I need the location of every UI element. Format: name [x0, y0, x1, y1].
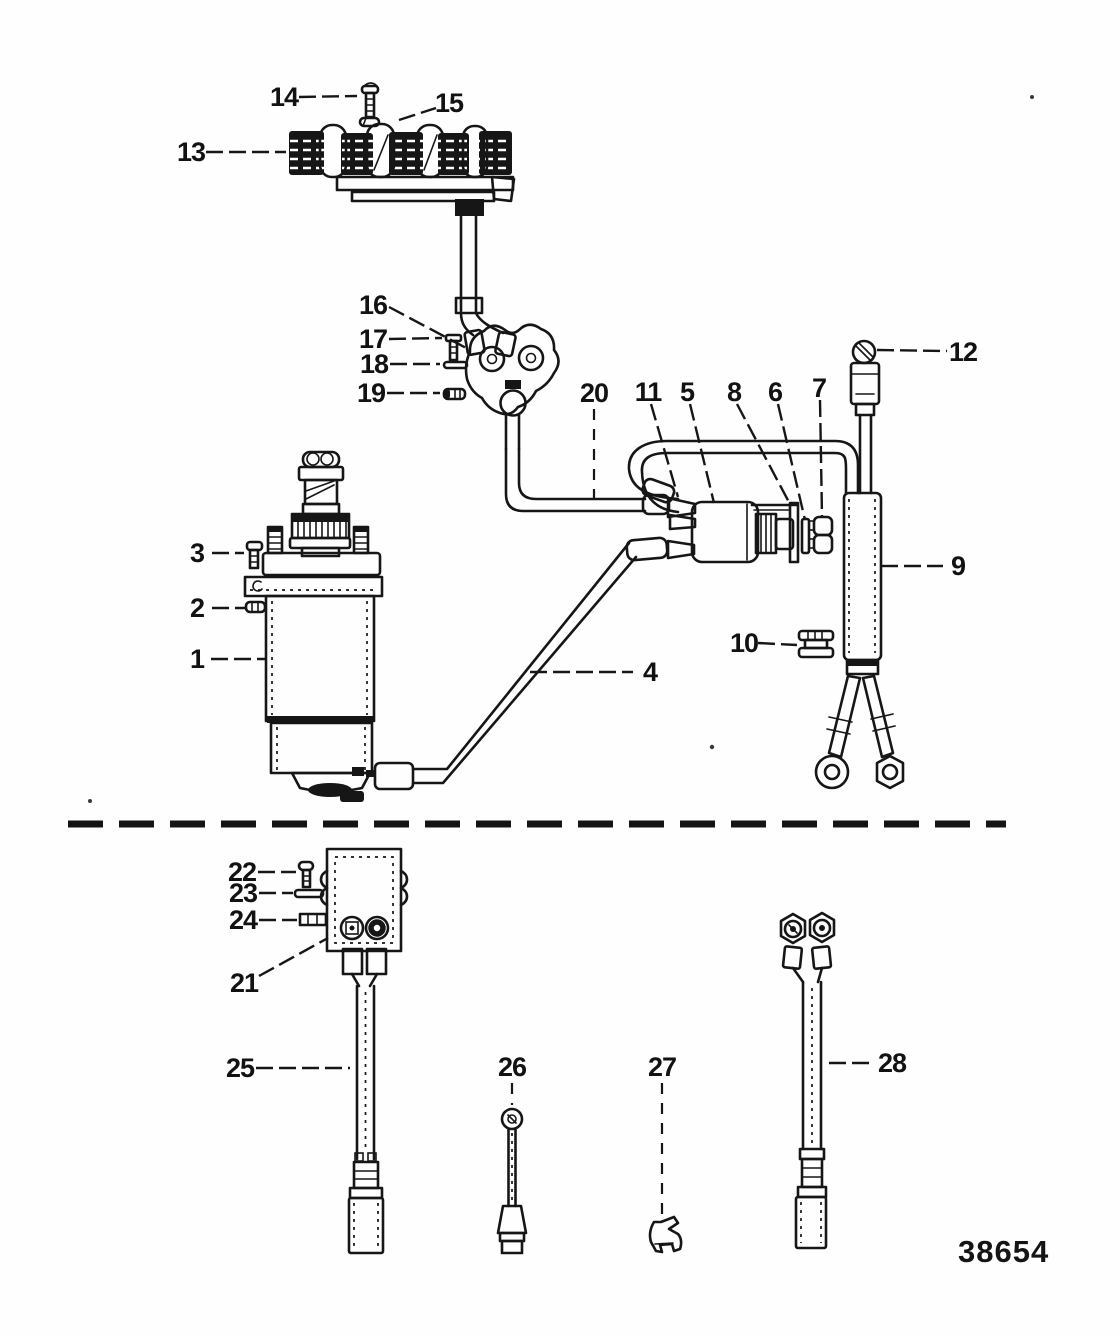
svg-text:16: 16: [359, 290, 388, 320]
terminal-11-part: [668, 513, 697, 531]
svg-text:20: 20: [580, 378, 608, 408]
lead-wire-26: [496, 1107, 528, 1255]
screw-2-part: [244, 600, 267, 614]
callout-17: 17: [359, 324, 443, 354]
svg-text:17: 17: [359, 324, 387, 354]
nut-7-part: [808, 515, 834, 555]
callout-13: 13: [177, 137, 286, 167]
callout-9: 9: [881, 551, 967, 581]
pin-15-part: [358, 116, 381, 128]
callout-28: 28: [829, 1048, 908, 1078]
callout-12: 12: [876, 337, 978, 367]
callouts: 1 2 3 4 5 6 7 8: [177, 82, 978, 1216]
callout-14: 14: [270, 82, 358, 112]
grommet-10-part: [797, 629, 835, 659]
callout-6: 6: [768, 377, 807, 521]
svg-text:27: 27: [648, 1052, 676, 1082]
callout-2: 2: [190, 593, 247, 623]
svg-text:23: 23: [229, 878, 258, 908]
callout-27: 27: [648, 1052, 677, 1216]
callout-4: 4: [530, 657, 659, 687]
battery-cable-9: [814, 339, 905, 790]
svg-text:2: 2: [190, 593, 204, 623]
callout-19: 19: [357, 378, 440, 408]
rectifier-lead-wire: [454, 199, 517, 358]
svg-text:15: 15: [435, 88, 464, 118]
solenoid-loop-wire: [627, 439, 860, 531]
svg-text:4: 4: [643, 657, 658, 687]
screw-22-part: [297, 860, 315, 889]
washer-18-part: [442, 360, 469, 370]
cable-25: [347, 984, 385, 1255]
svg-text:24: 24: [229, 905, 258, 935]
callout-18: 18: [360, 349, 440, 379]
svg-text:1: 1: [190, 644, 205, 674]
svg-text:5: 5: [680, 377, 695, 407]
bolt-3-part: [245, 540, 264, 570]
svg-text:22: 22: [228, 857, 256, 887]
svg-text:7: 7: [812, 373, 826, 403]
washer-23-part: [293, 888, 325, 899]
callout-5: 5: [680, 377, 716, 504]
washer-8-part: [750, 501, 800, 564]
terminal-bracket-16: [464, 323, 560, 451]
washer-6-part: [800, 517, 811, 555]
svg-text:19: 19: [357, 378, 386, 408]
callout-11: 11: [635, 377, 680, 498]
callout-8: 8: [727, 377, 793, 507]
callout-15: 15: [398, 88, 465, 122]
callout-22: 22: [228, 857, 296, 887]
nut-24-part: [298, 912, 328, 927]
svg-text:8: 8: [727, 377, 742, 407]
callout-23: 23: [229, 878, 293, 908]
svg-text:10: 10: [730, 628, 758, 658]
regulator-21: [319, 847, 409, 988]
callout-3: 3: [190, 538, 244, 568]
svg-text:3: 3: [190, 538, 205, 568]
rectifier-assembly-13: [289, 122, 516, 203]
callout-20: 20: [580, 378, 609, 505]
svg-text:26: 26: [498, 1052, 527, 1082]
scan-specks: [88, 95, 1034, 803]
starter-motor-1: [243, 450, 415, 802]
cable-28: [779, 911, 836, 1250]
screw-14-part: [360, 82, 380, 119]
svg-text:18: 18: [360, 349, 389, 379]
bolt-12-part: [851, 339, 877, 365]
clip-27-part: [648, 1215, 683, 1254]
svg-text:25: 25: [226, 1053, 255, 1083]
svg-text:13: 13: [177, 137, 206, 167]
svg-text:9: 9: [951, 551, 966, 581]
callout-24: 24: [229, 905, 297, 935]
pin-19-part: [442, 387, 467, 401]
svg-text:28: 28: [878, 1048, 907, 1078]
svg-text:21: 21: [230, 968, 259, 998]
svg-text:12: 12: [949, 337, 977, 367]
svg-text:14: 14: [270, 82, 299, 112]
callout-26: 26: [498, 1052, 528, 1105]
callout-1: 1: [190, 644, 265, 674]
callout-21: 21: [230, 936, 329, 998]
svg-text:11: 11: [635, 377, 663, 407]
callout-25: 25: [226, 1053, 350, 1083]
callout-7: 7: [812, 373, 827, 517]
callout-10: 10: [730, 628, 798, 658]
svg-text:6: 6: [768, 377, 783, 407]
callout-16: 16: [359, 290, 469, 351]
solenoid-assembly-5: [666, 500, 834, 564]
drawing-number: 38654: [958, 1234, 1049, 1269]
starter-cable-4: [411, 536, 669, 785]
screw-17-part: [444, 333, 463, 362]
